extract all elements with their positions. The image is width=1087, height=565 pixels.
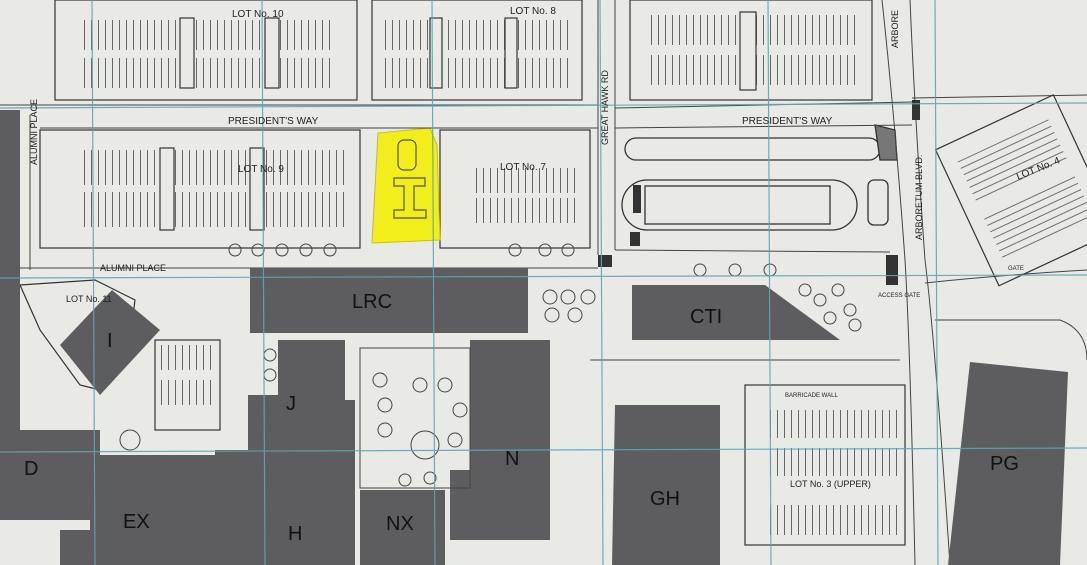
building-nx [360, 490, 445, 565]
lot-3-parking [744, 384, 906, 546]
label-building-cti: CTI [690, 306, 722, 328]
label-gate: GATE [1008, 266, 1024, 272]
highlighted-area-linework [393, 139, 427, 219]
building-lrc [250, 268, 528, 333]
label-lot-11: LOT No. 11 [66, 294, 112, 304]
building-j-h [215, 340, 355, 565]
label-lot-3: LOT No. 3 (UPPER) [790, 479, 871, 489]
label-building-n: N [505, 448, 519, 470]
courtyard-outline [359, 347, 471, 489]
label-arboretum-blvd: ARBORETUM BLVD. [914, 155, 924, 240]
lot-8-parking [371, 0, 583, 101]
lot-10-parking [54, 0, 358, 101]
building-n [450, 340, 550, 540]
label-building-i: I [107, 330, 113, 352]
label-lot-7: LOT No. 7 [500, 162, 546, 173]
building-i [60, 290, 160, 395]
label-alumni-place: ALUMNI PLACE [100, 263, 166, 273]
building-ex [60, 455, 215, 565]
buildings [0, 110, 1068, 565]
lot-4-parking [934, 94, 1087, 287]
label-building-lrc: LRC [352, 291, 392, 313]
label-building-j: J [286, 393, 296, 415]
label-building-gh: GH [650, 488, 680, 510]
highlighted-area [371, 127, 441, 244]
label-lot-8: LOT No. 8 [510, 6, 556, 17]
label-building-d: D [24, 458, 38, 480]
label-building-nx: NX [386, 513, 414, 535]
building-west-strip [0, 110, 20, 440]
tree-symbols [119, 243, 862, 487]
label-building-ex: EX [123, 511, 150, 533]
label-building-pg: PG [990, 453, 1019, 475]
lot-top-right-parking [629, 0, 873, 101]
building-pg [948, 362, 1068, 565]
label-great-hawk-rd: GREAT HAWK RD [600, 70, 610, 145]
label-arbor-top: ARBORE [890, 10, 900, 48]
label-lot-9: LOT No. 9 [238, 164, 284, 175]
label-barricade-wall: BARRICADE WALL [785, 393, 838, 399]
label-lot-10: LOT No. 10 [232, 9, 284, 20]
building-d [0, 430, 100, 520]
lot-7-parking [439, 129, 591, 249]
label-presidents-way-west: PRESIDENT'S WAY [228, 116, 319, 127]
building-cti [632, 285, 840, 340]
label-access-gate: ACCESS GATE [878, 293, 920, 299]
label-alumni-place-vertical: ALUMNI PLACE [29, 99, 39, 165]
label-presidents-way-east: PRESIDENT'S WAY [742, 116, 833, 127]
label-building-h: H [288, 523, 302, 545]
lot-9-parking [39, 129, 361, 249]
building-gh [612, 405, 720, 565]
